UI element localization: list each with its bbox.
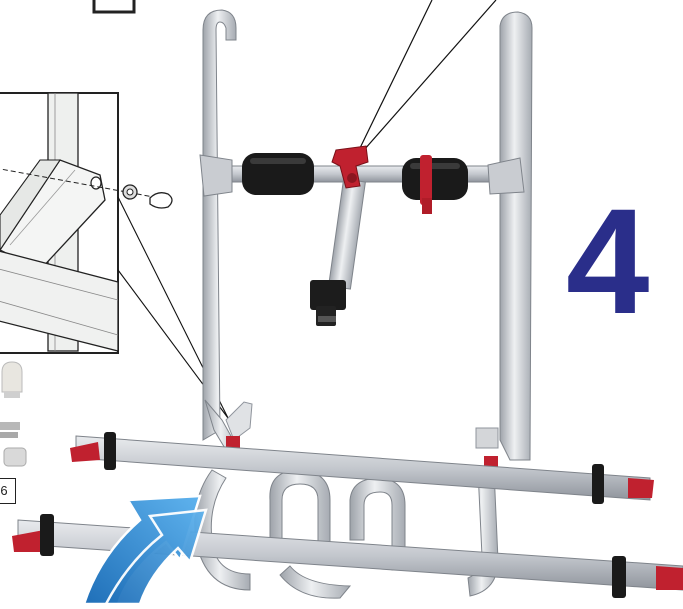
cap-icon [149,192,173,209]
wheel-rail-upper [70,432,654,504]
detail-inset [0,92,171,354]
center-arm [310,145,369,326]
brackets [225,401,499,468]
bike-clamp-icon [310,280,346,326]
knob-icon [331,145,369,189]
leader-lines-top [359,0,497,151]
foam-pads [242,153,468,214]
part-label: 6 [0,478,16,504]
rack-frame [194,9,533,599]
loose-parts [0,361,27,467]
nut-icon [122,184,138,200]
step-number: 4 [566,177,649,345]
rotate-arrow-icon [82,494,208,606]
top-box [92,0,136,14]
